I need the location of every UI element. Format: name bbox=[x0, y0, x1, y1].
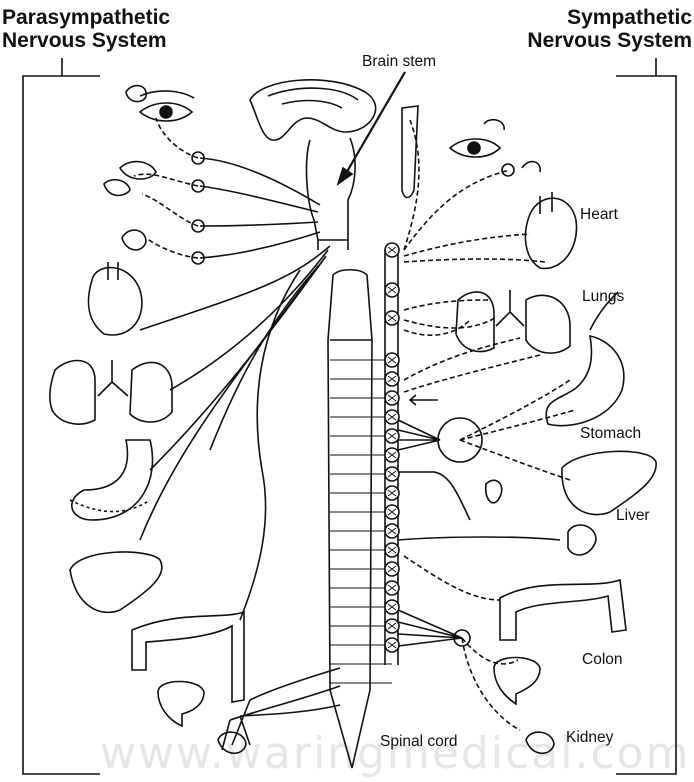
stomach-icon-right bbox=[546, 292, 624, 426]
spinal-cord bbox=[328, 270, 372, 768]
stomach-icon-left bbox=[70, 440, 153, 520]
eye-icon bbox=[140, 91, 194, 121]
brain-stem-label: Brain stem bbox=[362, 53, 436, 71]
brain-outline bbox=[250, 80, 376, 140]
colon-icon-right bbox=[500, 580, 626, 640]
bladder-icon-right bbox=[494, 658, 554, 754]
liver-icon-left bbox=[70, 552, 162, 612]
vagus-nerve bbox=[140, 246, 330, 620]
lungs-icon-left bbox=[50, 360, 172, 424]
colon-label: Colon bbox=[582, 651, 623, 669]
chain-arrow bbox=[410, 395, 438, 405]
stomach-label: Stomach bbox=[580, 425, 641, 443]
lungs-icon-right bbox=[456, 290, 570, 353]
heart-icon-right bbox=[525, 192, 576, 268]
splanchnic-nerves bbox=[398, 164, 560, 646]
pointer-head bbox=[338, 168, 352, 184]
kidney-icon bbox=[568, 525, 596, 555]
parasympathetic-cranial-fibers bbox=[134, 118, 320, 264]
heart-icon-left bbox=[88, 262, 142, 335]
spinal-cord-label: Spinal cord bbox=[380, 733, 458, 751]
kidney-label: Kidney bbox=[566, 729, 613, 747]
colon-icon-left bbox=[132, 612, 244, 702]
heart-label: Heart bbox=[580, 206, 618, 224]
liver-icon-right bbox=[486, 451, 656, 514]
sympathetic-bracket bbox=[616, 58, 676, 774]
blood-vessel-icon bbox=[402, 106, 418, 198]
chain-ganglia bbox=[385, 243, 399, 652]
eye-icon-right bbox=[450, 120, 540, 172]
pelvic-fibers bbox=[222, 668, 340, 750]
parasympathetic-bracket bbox=[23, 58, 100, 774]
lungs-label: Lungs bbox=[582, 288, 624, 306]
spinal-segments bbox=[330, 360, 392, 683]
gland-icon bbox=[104, 86, 156, 250]
liver-label: Liver bbox=[616, 507, 650, 525]
